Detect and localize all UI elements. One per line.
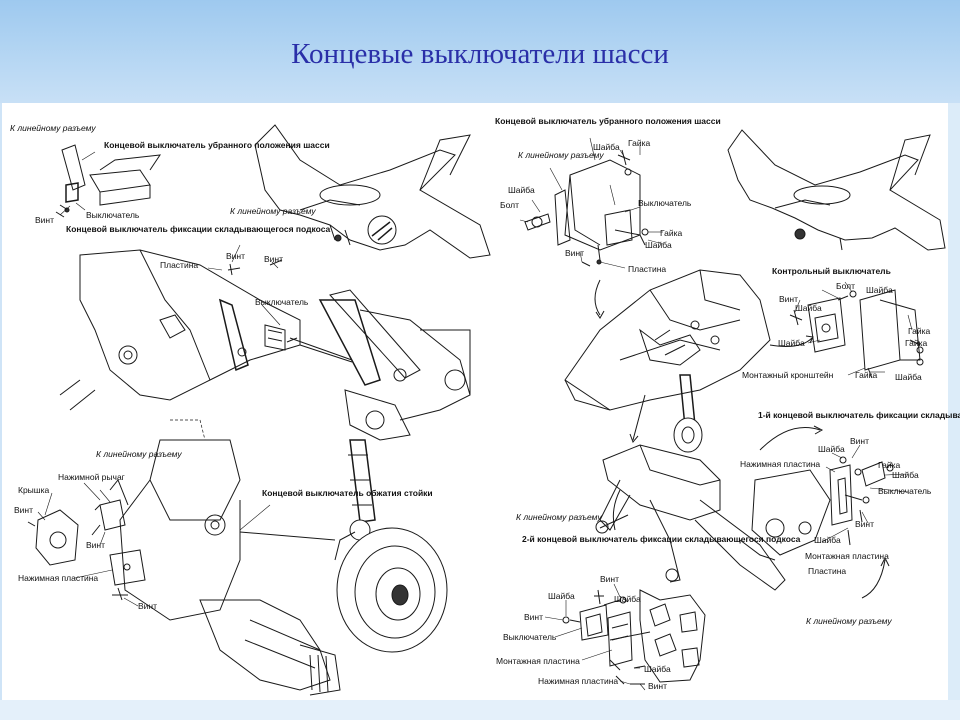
label-washer-4: Шайба	[866, 285, 893, 295]
label-bolt-1: Болт	[500, 200, 519, 210]
pointer-arrows-right	[594, 279, 890, 599]
label-screw-2: Винт	[226, 251, 245, 261]
leader-lines-right	[519, 137, 921, 691]
label-first-fold-switch: 1-й концевой выключатель фиксации склады…	[758, 410, 960, 420]
label-compression-switch: Концевой выключатель обжатия стойки	[262, 488, 433, 498]
label-screw-13: Винт	[648, 681, 667, 691]
label-washer-12: Шайба	[614, 594, 641, 604]
label-nut-1: Гайка	[628, 138, 651, 148]
second-fold-switch-detail	[562, 589, 646, 685]
label-washer-1: Шайба	[593, 142, 620, 152]
frame-right	[948, 103, 960, 720]
label-washer-6: Шайба	[778, 338, 805, 348]
main-gear-assembly	[59, 249, 471, 696]
label-screw-11: Винт	[600, 574, 619, 584]
label-screw-4: Винт	[14, 505, 33, 515]
label-switch-4: Выключатель	[878, 486, 932, 496]
compression-switch-detail	[27, 479, 146, 601]
label-switch-3: Выключатель	[638, 198, 692, 208]
label-pressure-plate-1: Нажимная пластина	[18, 573, 98, 583]
nose-gear-assembly	[564, 269, 831, 683]
label-to-connector-2: К линейному разъему	[230, 206, 316, 216]
label-plate-2: Пластина	[628, 264, 666, 274]
label-screw-12: Винт	[524, 612, 543, 622]
label-washer-13: Шайба	[644, 664, 671, 674]
label-nut-2: Гайка	[660, 228, 683, 238]
label-washer-9: Шайба	[892, 470, 919, 480]
label-screw-3: Винт	[264, 254, 283, 264]
label-retracted-switch-2: Концевой выключатель убранного положения…	[495, 116, 721, 126]
label-washer-11: Шайба	[548, 591, 575, 601]
label-cover: Крышка	[18, 485, 50, 495]
aircraft-sketch-right	[727, 129, 946, 251]
label-to-connector-1: К линейному разъему	[10, 123, 96, 133]
retracted-switch-detail-left	[55, 144, 162, 218]
aircraft-sketch-left	[254, 124, 491, 259]
label-control-switch: Контрольный выключатель	[772, 266, 891, 276]
label-washer-10: Шайба	[814, 535, 841, 545]
label-nut-4: Гайка	[905, 338, 928, 348]
label-washer-8: Шайба	[818, 444, 845, 454]
label-washer-2: Шайба	[508, 185, 535, 195]
labels-right: Концевой выключатель убранного положения…	[495, 116, 960, 691]
slide-header	[0, 0, 960, 103]
label-pressure-lever: Нажимной рычаг	[58, 472, 125, 482]
label-washer-5: Шайба	[795, 303, 822, 313]
label-mounting-bracket: Монтажный кронштейн	[742, 370, 834, 380]
label-mounting-plate-1: Монтажная пластина	[805, 551, 889, 561]
frame-bottom	[0, 700, 960, 720]
label-to-connector-3: К линейному разъему	[96, 449, 182, 459]
label-washer-7: Шайба	[895, 372, 922, 382]
retracted-switch-detail-right	[524, 149, 649, 267]
label-to-connector-6: К линейному разъему	[516, 512, 602, 522]
label-screw-5: Винт	[86, 540, 105, 550]
label-screw-6: Винт	[138, 601, 157, 611]
label-screw-7: Винт	[565, 248, 584, 258]
label-screw-10: Винт	[855, 519, 874, 529]
label-second-fold-switch: 2-й концевой выключатель фиксации склады…	[522, 534, 801, 544]
label-mounting-plate-2: Монтажная пластина	[496, 656, 580, 666]
slide-title: Концевые выключатели шасси	[291, 38, 669, 70]
label-screw-1: Винт	[35, 215, 54, 225]
label-switch-1: Выключатель	[86, 210, 140, 220]
label-plate-1: Пластина	[160, 260, 198, 270]
labels-left: К линейному разъему Концевой выключатель…	[10, 123, 433, 611]
label-switch-5: Выключатель	[503, 632, 557, 642]
label-switch-2: Выключатель	[255, 297, 309, 307]
label-retracted-switch-1: Концевой выключатель убранного положения…	[104, 140, 330, 150]
label-plate-3: Пластина	[808, 566, 846, 576]
label-nut-5: Гайка	[855, 370, 878, 380]
label-bolt-2: Болт	[836, 281, 855, 291]
label-to-connector-5: К линейному разъему	[806, 616, 892, 626]
leader-lines-left	[37, 151, 353, 607]
label-nut-6: Гайка	[878, 460, 901, 470]
label-pressure-plate-2: Нажимная пластина	[740, 459, 820, 469]
label-screw-9: Винт	[850, 436, 869, 446]
fold-switch-detail-left	[227, 259, 283, 276]
label-to-connector-4: К линейному разъему	[518, 150, 604, 160]
label-screw-8: Винт	[779, 294, 798, 304]
first-fold-switch-detail	[829, 456, 894, 546]
frame-left	[0, 103, 2, 720]
label-washer-3: Шайба	[645, 240, 672, 250]
control-switch-detail	[789, 289, 924, 379]
label-pressure-plate-3: Нажимная пластина	[538, 676, 618, 686]
label-nut-3: Гайка	[908, 326, 931, 336]
label-fold-switch-1: Концевой выключатель фиксации складывающ…	[66, 224, 331, 234]
